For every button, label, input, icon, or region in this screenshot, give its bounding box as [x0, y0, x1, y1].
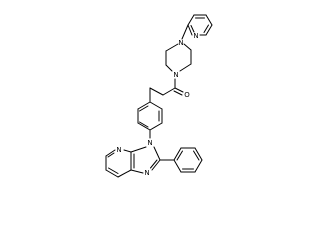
bond	[187, 14, 195, 26]
bond	[149, 101, 163, 110]
bond	[179, 63, 192, 72]
bond	[194, 147, 203, 161]
bond	[139, 105, 149, 112]
bond	[173, 159, 182, 173]
bond	[181, 24, 189, 40]
bond	[187, 24, 193, 36]
bond	[105, 149, 116, 157]
bond	[173, 90, 183, 96]
bond	[150, 159, 158, 169]
bond	[149, 87, 164, 96]
atom-label-o: O	[184, 91, 190, 99]
bond	[174, 87, 184, 93]
bond	[149, 122, 163, 131]
bond	[123, 149, 132, 153]
bond	[205, 14, 213, 26]
bond	[117, 169, 132, 178]
bond	[153, 146, 161, 161]
bond	[176, 150, 183, 161]
bond	[183, 43, 192, 51]
bond	[165, 43, 179, 52]
bond	[139, 121, 149, 128]
atom-label-n: N	[173, 71, 178, 79]
bond	[205, 24, 213, 36]
bond	[130, 146, 147, 153]
atom-label-n: N	[147, 139, 152, 147]
atom-label-n: N	[193, 32, 198, 40]
atom-label-n: N	[178, 39, 183, 47]
bond	[194, 159, 203, 173]
bond	[165, 64, 173, 72]
molecule-canvas: N N N O N N N	[105, 14, 213, 178]
atom-label-n: N	[144, 169, 149, 177]
bond	[137, 101, 151, 110]
bond	[193, 150, 200, 161]
bond	[162, 87, 176, 96]
bonds	[105, 14, 213, 178]
bond	[190, 25, 195, 33]
molecule-structure: N N N O N N N	[105, 14, 213, 178]
bond	[107, 152, 115, 158]
bond	[203, 24, 209, 33]
bond	[105, 169, 119, 178]
bond	[130, 169, 144, 174]
atom-label-n: N	[116, 146, 121, 154]
atom-labels: N N N O N N N	[116, 32, 198, 177]
bond	[173, 147, 182, 161]
bond	[108, 167, 119, 174]
bond	[151, 159, 161, 171]
bond	[137, 122, 151, 131]
